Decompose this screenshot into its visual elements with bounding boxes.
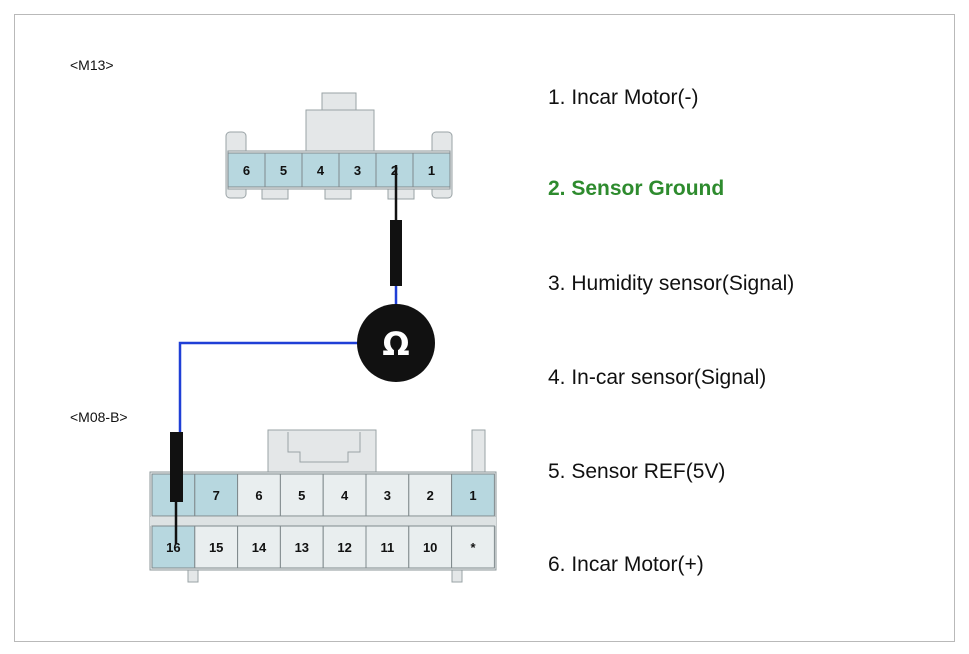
m08b-latch-housing	[267, 429, 377, 473]
legend-item: 1. Incar Motor(-)	[548, 86, 699, 109]
m13-pin-label: 6	[243, 163, 250, 178]
ohm-symbol-icon: Ω	[382, 325, 409, 363]
ohmmeter: Ω	[357, 304, 435, 382]
m08b-top-pin-label: 1	[469, 488, 476, 503]
m08b-top-pin-label: 7	[213, 488, 220, 503]
m08b-top-pin-label: 3	[384, 488, 391, 503]
m08b-bottom-pin-label: 15	[209, 540, 223, 555]
legend-item: 2. Sensor Ground	[548, 177, 725, 200]
m13-pin-cell	[227, 152, 266, 188]
m08b-top-pin-label: 6	[255, 488, 262, 503]
m08b-bottom-pin-label: 14	[252, 540, 267, 555]
m08b-top-pin-cell	[365, 473, 410, 517]
m08b-top-row: 87654321	[151, 473, 495, 517]
m08b-label: <M08-B>	[70, 409, 128, 425]
legend-item: 3. Humidity sensor(Signal)	[548, 272, 795, 295]
m08b-bottom-pin-label: *	[470, 540, 476, 555]
m13-pin-label: 3	[354, 163, 361, 178]
m08b-bottom-pin-cell	[279, 525, 324, 569]
m13-pin-label: 1	[428, 163, 435, 178]
m08b-top-pin-cell	[322, 473, 367, 517]
legend-item: 6. Incar Motor(+)	[548, 553, 704, 576]
m13-housing-top	[305, 109, 375, 155]
m08b-bottom-pin-label: 11	[381, 540, 395, 555]
m13-latch	[321, 92, 357, 112]
m08b-divider	[150, 517, 496, 526]
m08b-bottom-pin-cell	[408, 525, 453, 569]
m08b-guide-post	[471, 429, 486, 475]
m08b-top-pin-cell	[451, 473, 495, 517]
m08b-top-pin-label: 5	[298, 488, 305, 503]
m08b-bottom-pin-label: 10	[423, 540, 437, 555]
m08b-bottom-pin-label: 12	[337, 540, 351, 555]
m08b-probe	[170, 432, 183, 502]
legend-item: 4. In-car sensor(Signal)	[548, 366, 767, 389]
m08b-bottom-pin-cell	[451, 525, 495, 569]
m08b-top-pin-label: 4	[341, 488, 349, 503]
m08b-bottom-pin-label: 13	[295, 540, 309, 555]
m13-pin-cell	[375, 152, 414, 188]
m13-pin-cell	[412, 152, 451, 188]
m13-pin-cell	[301, 152, 340, 188]
m13-pin-label: 2	[391, 163, 398, 178]
m08b-top-pin-label: 2	[427, 488, 434, 503]
m08b-bottom-pin-label: 16	[166, 540, 180, 555]
m13-pin-row: 6 5 4 3 2 1	[227, 152, 451, 188]
m13-label: <M13>	[70, 57, 114, 73]
m08b-top-pin-cell	[408, 473, 453, 517]
m13-probe	[390, 220, 402, 286]
legend-item: 5. Sensor REF(5V)	[548, 460, 726, 483]
m08b-bottom-pin-cell	[151, 525, 196, 569]
m13-pin-cell	[264, 152, 303, 188]
m08b-bottom-pin-cell	[237, 525, 281, 569]
m13-pin-label: 5	[280, 163, 287, 178]
m13-pin-label: 4	[317, 163, 325, 178]
m08b-bottom-row: 16 15 14 13 12 11 10 *	[151, 525, 495, 569]
m13-pin-cell	[338, 152, 377, 188]
m08b-latch	[287, 432, 361, 463]
m08b-top-pin-cell	[194, 473, 239, 517]
ohmmeter-body	[357, 304, 435, 382]
wire-meter-to-probe	[178, 341, 358, 434]
m13-connector: 6 5 4 3 2 1	[225, 92, 453, 200]
